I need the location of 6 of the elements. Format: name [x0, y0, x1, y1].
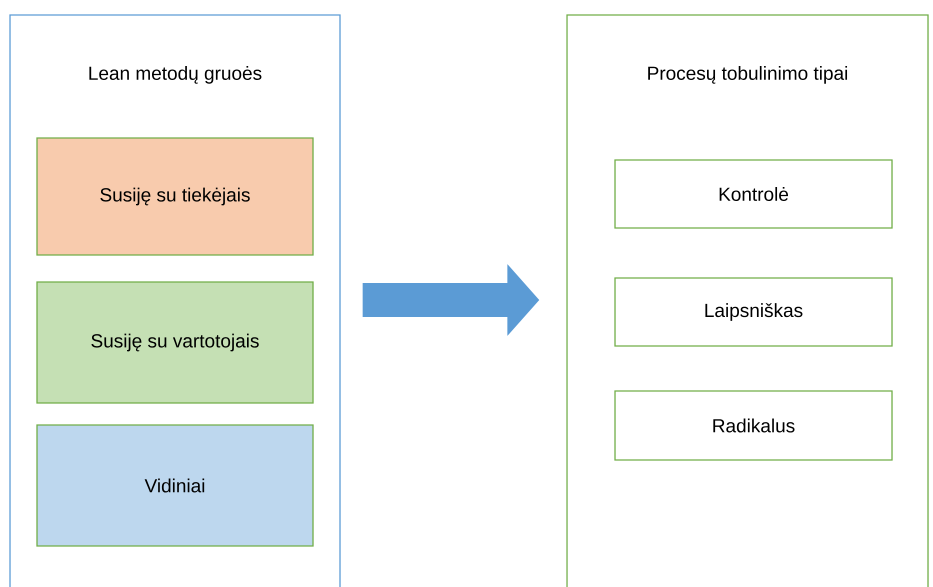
category-box: Susiję su vartotojais [36, 281, 314, 404]
category-box: Susiję su tiekėjais [36, 137, 314, 256]
category-box: Kontrolė [614, 159, 893, 229]
category-box: Radikalus [614, 390, 893, 461]
category-box: Vidiniai [36, 424, 314, 547]
category-box: Laipsniškas [614, 277, 893, 347]
